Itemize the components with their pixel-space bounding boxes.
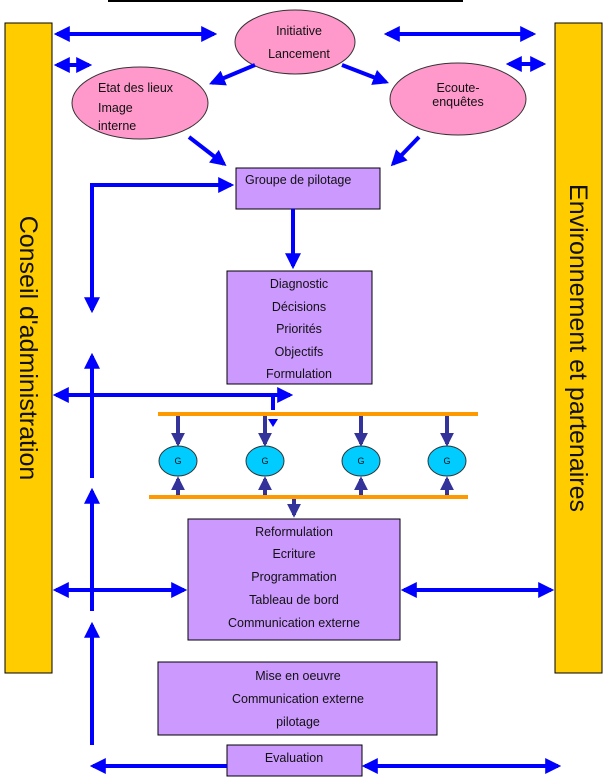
groupe-pilotage-box [235,167,381,210]
etat-groupe-arrow [187,135,227,166]
mise-en-oeuvre-box [157,661,438,736]
group-label: G [174,456,181,466]
group-label: G [261,456,268,466]
initiative-ecoute-arrow [341,63,389,85]
reformulation-item: Communication externe [228,616,360,630]
initiative-label: Initiative [276,24,322,38]
group-g-3: G [341,416,381,495]
diagnostic-item: Diagnostic [270,277,328,291]
reformulation-item: Ecriture [272,547,315,561]
diagnostic-item: Décisions [272,300,326,314]
mise-item: Mise en oeuvre [255,669,341,683]
image-label: Image [98,101,133,115]
reformulation-item: Programmation [251,570,336,584]
feedback-groupe-arrow [84,177,235,314]
reformulation-item: Tableau de bord [249,593,339,607]
etat-label: Etat des lieux [98,81,174,95]
environnement-bar [554,22,603,674]
group-g-4: G [427,416,467,495]
conseil-label: Conseil d'administration [14,216,42,481]
mise-item: Communication externe [232,692,364,706]
initiative-ellipse [234,9,356,75]
mise-item: pilotage [276,715,320,729]
interne-label: interne [98,119,136,133]
reformulation-box [187,518,401,641]
conseil-bar [4,22,53,674]
enquetes-label: enquêtes [432,95,483,109]
group-label: G [357,456,364,466]
reformulation-item: Reformulation [255,525,333,539]
group-g-2: G [245,416,285,495]
diagnostic-item: Objectifs [275,345,324,359]
group-label: G [443,456,450,466]
groupe-pilotage-label: Groupe de pilotage [245,173,351,187]
etat-ellipse [71,66,209,140]
ecoute-ellipse [389,62,527,136]
diagnostic-box [226,270,373,385]
ecoute-groupe-arrow [390,135,421,167]
lancement-label: Lancement [268,47,330,61]
ecoute-label: Ecoute- [436,81,479,95]
diagnostic-item: Formulation [266,367,332,381]
group-g-1: G [158,416,198,495]
environnement-label: Environnement et partenaires [564,184,592,512]
initiative-etat-arrow [209,63,256,86]
diagnostic-to-rail-arrowhead [268,419,278,427]
diagnostic-item: Priorités [276,322,322,336]
evaluation-label: Evaluation [265,751,323,765]
